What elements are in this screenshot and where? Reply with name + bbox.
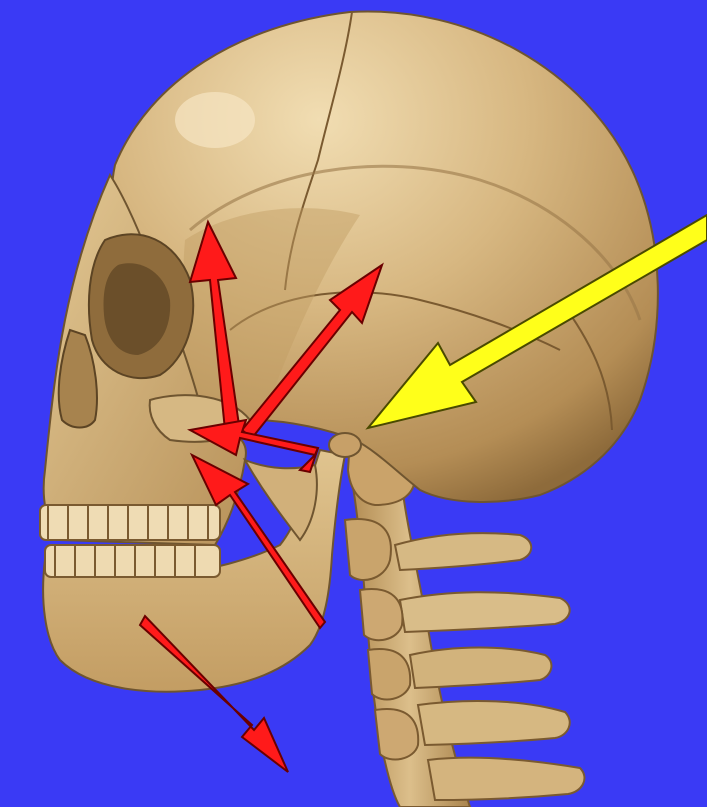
teeth — [40, 505, 220, 577]
